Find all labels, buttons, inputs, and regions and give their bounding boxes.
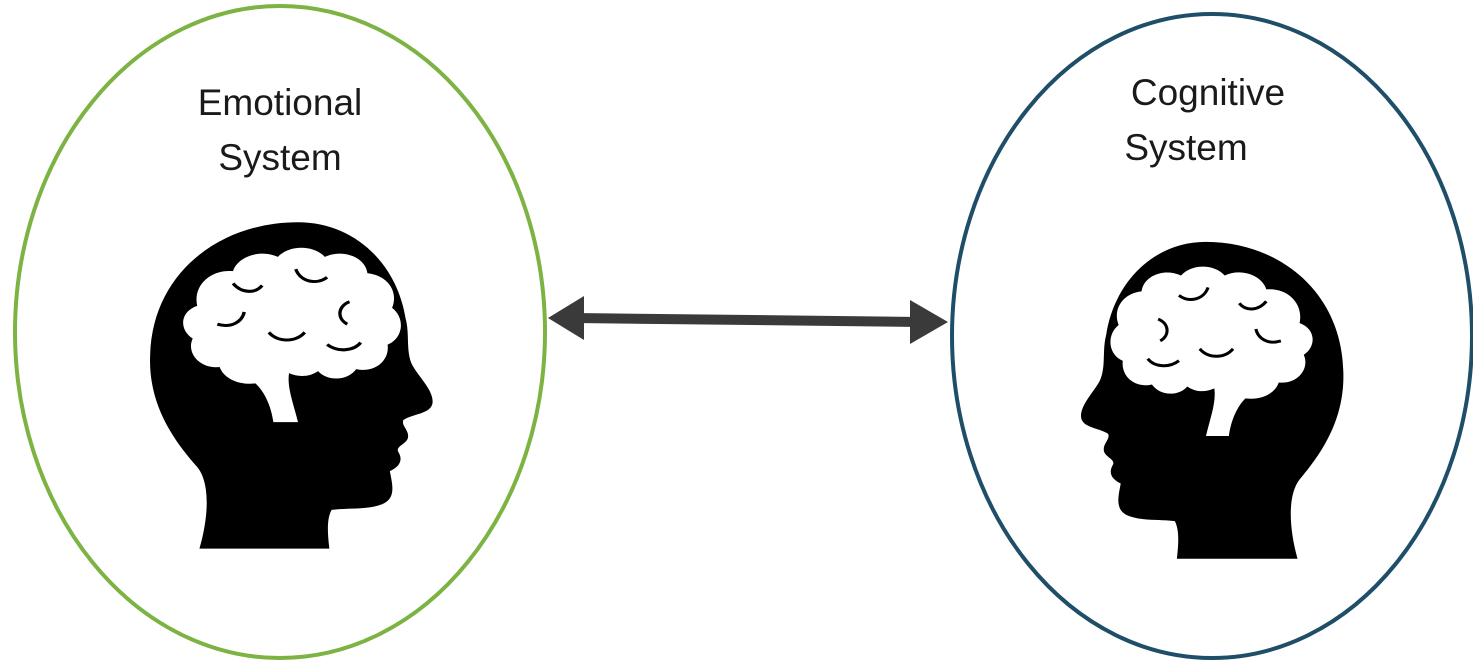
emotional-system-circle	[13, 4, 547, 660]
arrow-head-right	[910, 300, 948, 344]
arrow-shaft	[574, 313, 921, 327]
arrow-head-left	[548, 296, 584, 340]
emotional-system-node: Emotional System	[13, 4, 547, 660]
emotional-system-label-line-1: Emotional	[198, 82, 363, 123]
bidirectional-arrow	[548, 296, 948, 344]
head-brain-icon	[148, 220, 435, 551]
cognitive-system-node: Cognitive System	[950, 12, 1473, 660]
emotional-system-label-line-2: System	[218, 137, 341, 178]
cognitive-system-label-line-1: Cognitive	[1131, 72, 1285, 113]
head-brain-icon	[1079, 240, 1345, 561]
cognitive-system-label-line-2: System	[1124, 127, 1247, 168]
cognitive-system-circle	[950, 12, 1473, 660]
